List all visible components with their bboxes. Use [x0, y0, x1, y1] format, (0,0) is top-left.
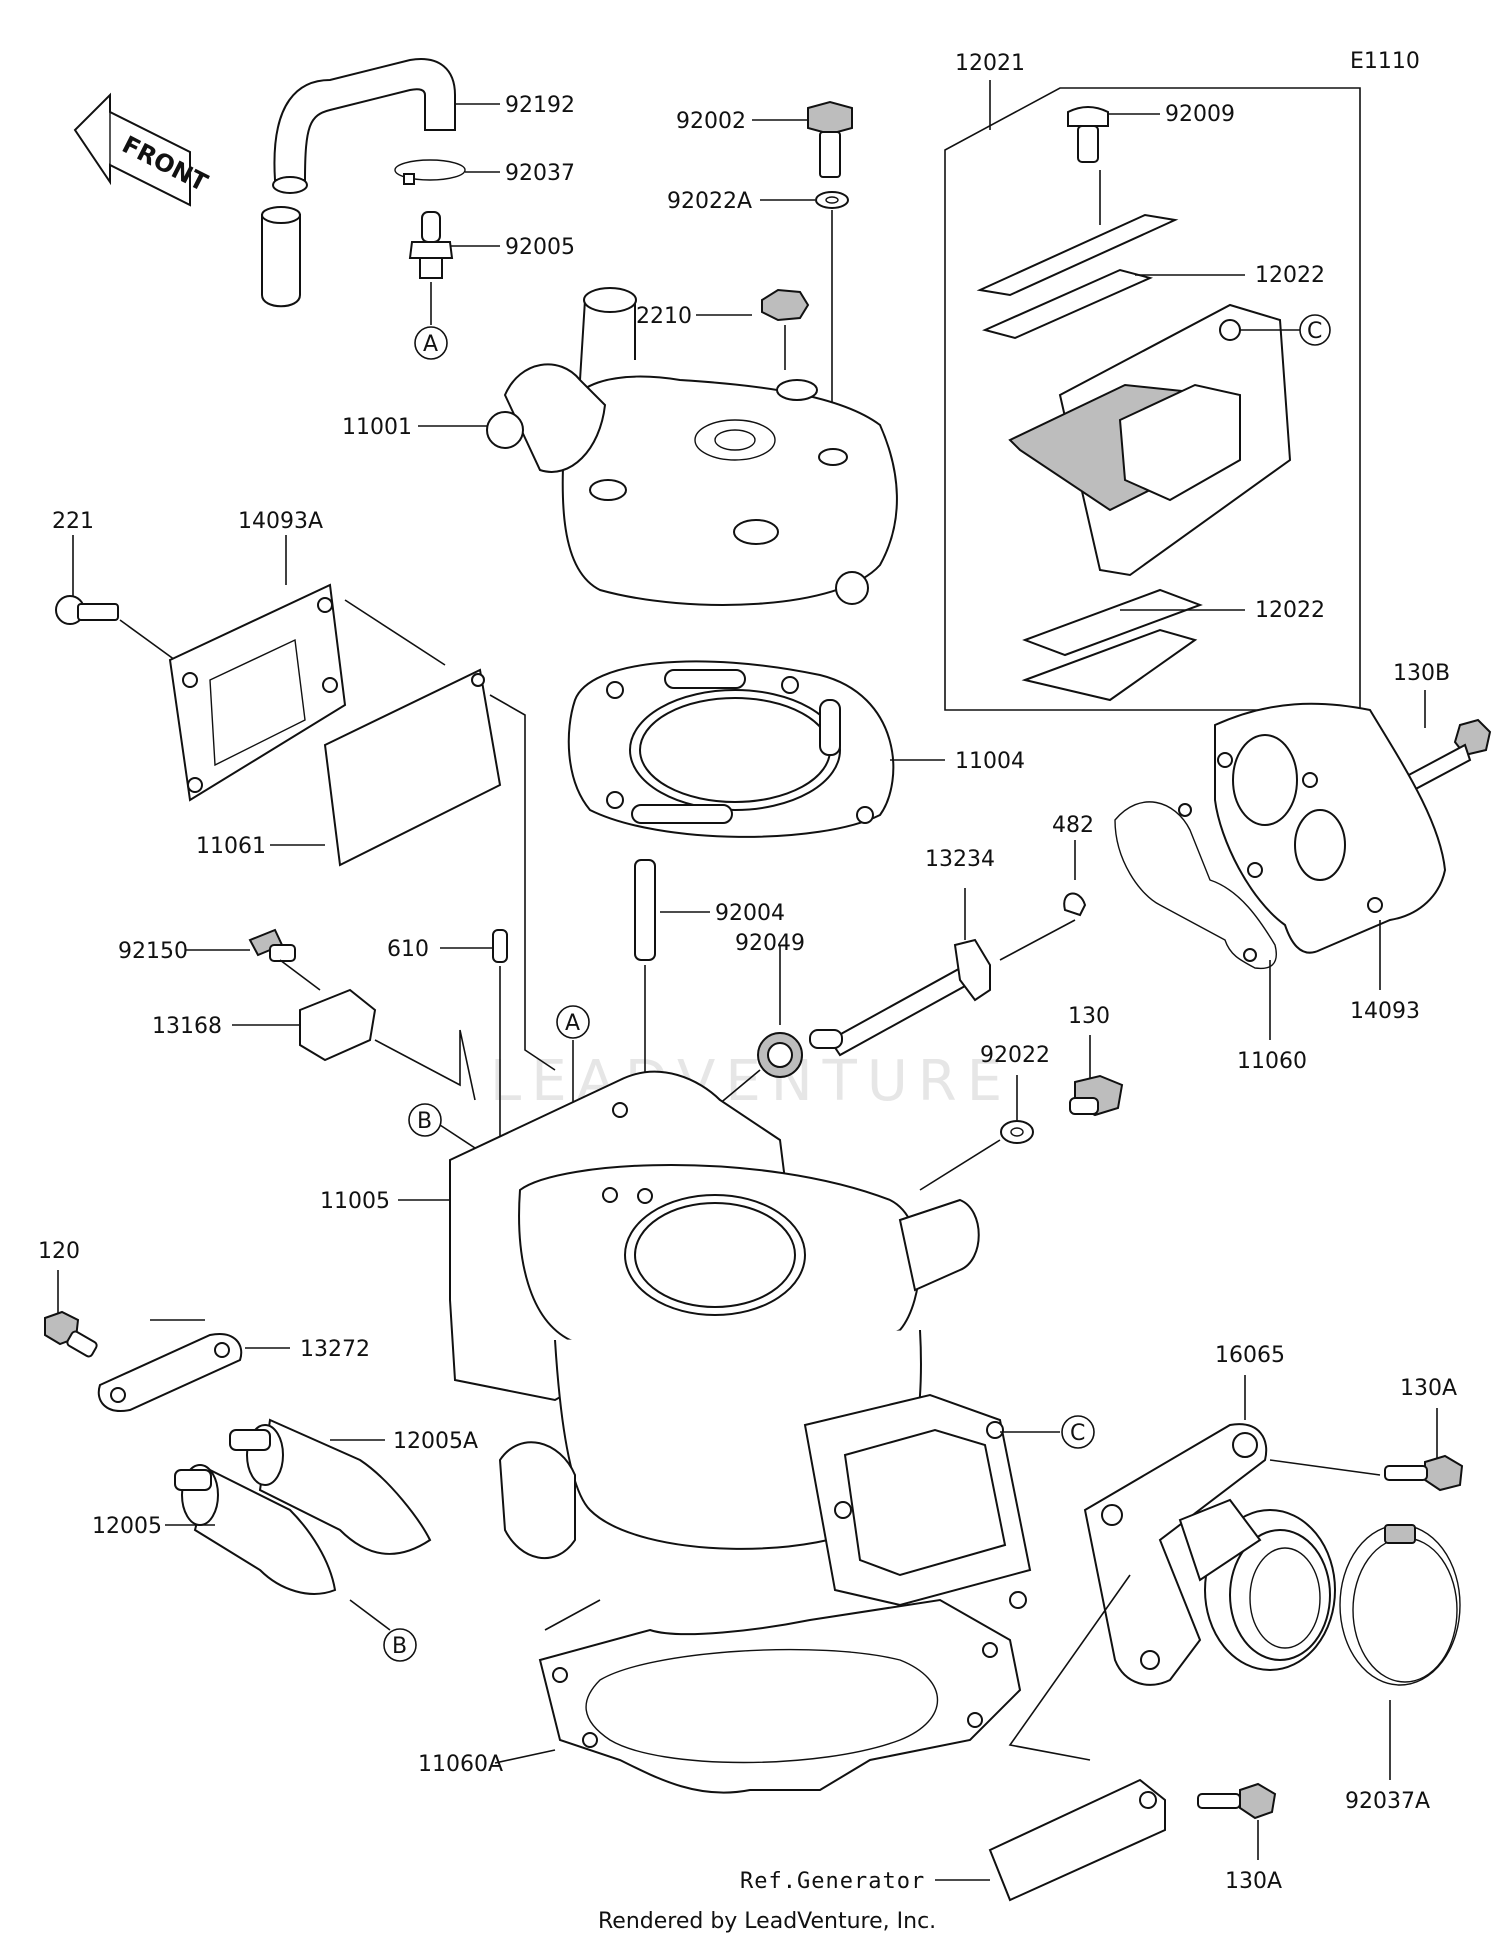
part-label-130[interactable]: 130	[1068, 1004, 1110, 1029]
base-gasket: 11060A	[418, 1598, 1022, 1794]
part-label-92005[interactable]: 92005	[505, 235, 575, 260]
valve-bits-left: 92150 13168 610 A	[118, 928, 601, 1171]
part-label-92004[interactable]: 92004	[715, 901, 785, 926]
cylinder-head: 11001	[342, 287, 898, 606]
part-label-12005A[interactable]: 12005A	[393, 1429, 478, 1454]
exhaust-valve-housing: 130B 14093 11060	[1114, 661, 1492, 1074]
part-label-130A-top[interactable]: 130A	[1400, 1376, 1457, 1401]
part-label-11060[interactable]: 11060	[1237, 1049, 1307, 1074]
footer-credit: Rendered by LeadVenture, Inc.	[598, 1909, 936, 1934]
reed-valve-kit-box: 12021 92009 12022 C 12022	[944, 51, 1361, 711]
part-label-12022-bottom[interactable]: 12022	[1255, 598, 1325, 623]
part-label-92002[interactable]: 92002	[676, 109, 746, 134]
breather-hose: 92192 92037 92005 A	[261, 58, 575, 360]
front-arrow-icon: FRONT	[73, 92, 213, 207]
part-label-12005[interactable]: 12005	[92, 1514, 162, 1539]
part-label-92150[interactable]: 92150	[118, 939, 188, 964]
part-label-92022[interactable]: 92022	[980, 1043, 1050, 1068]
part-label-13168[interactable]: 13168	[152, 1014, 222, 1039]
part-label-14093A[interactable]: 14093A	[238, 509, 323, 534]
part-label-13272[interactable]: 13272	[300, 1337, 370, 1362]
head-gasket: 11004	[567, 660, 1025, 838]
part-label-13234[interactable]: 13234	[925, 847, 995, 872]
part-label-221[interactable]: 221	[52, 509, 94, 534]
part-label-92049[interactable]: 92049	[735, 931, 805, 956]
callout-C-2[interactable]: C	[1070, 1421, 1085, 1446]
part-label-130B[interactable]: 130B	[1393, 661, 1450, 686]
part-label-92037[interactable]: 92037	[505, 161, 575, 186]
part-label-92022A[interactable]: 92022A	[667, 189, 752, 214]
part-label-92037A[interactable]: 92037A	[1345, 1789, 1430, 1814]
part-label-11005[interactable]: 11005	[320, 1189, 390, 1214]
cylinder: B 11005 C	[320, 1070, 1095, 1659]
callout-B-2[interactable]: B	[392, 1634, 407, 1659]
part-label-130A-bottom[interactable]: 130A	[1225, 1869, 1282, 1894]
part-label-11060A[interactable]: 11060A	[418, 1752, 503, 1777]
part-label-12021[interactable]: 12021	[955, 51, 1025, 76]
head-fasteners: 92002 92022A 92210	[622, 100, 853, 450]
diagram-code: E1110	[1350, 49, 1420, 74]
callout-A-1[interactable]: A	[423, 332, 438, 357]
part-label-92192[interactable]: 92192	[505, 93, 575, 118]
part-label-11004[interactable]: 11004	[955, 749, 1025, 774]
part-label-12022-top[interactable]: 12022	[1255, 263, 1325, 288]
exhaust-valve-shaft: 13234 482 92049	[699, 813, 1094, 1121]
sub-exhaust-valves: 120 13272 12005A 12005 B	[38, 1239, 478, 1662]
intake-manifold: 16065 130A 92037A Ref.Generator 130A	[740, 1343, 1464, 1902]
ref-generator-label[interactable]: Ref.Generator	[740, 1869, 925, 1894]
part-label-11061[interactable]: 11061	[196, 834, 266, 859]
part-label-120[interactable]: 120	[38, 1239, 80, 1264]
part-label-16065[interactable]: 16065	[1215, 1343, 1285, 1368]
part-label-610[interactable]: 610	[387, 937, 429, 962]
exhaust-valve-cover: 221 14093A 11061	[52, 509, 556, 1071]
part-label-92009[interactable]: 92009	[1165, 102, 1235, 127]
part-label-11001[interactable]: 11001	[342, 415, 412, 440]
cylinder-side-fasteners: 130 92022	[919, 1004, 1124, 1191]
callout-C-1[interactable]: C	[1307, 319, 1322, 344]
callout-B-1[interactable]: B	[417, 1109, 432, 1134]
part-label-482[interactable]: 482	[1052, 813, 1094, 838]
part-label-14093[interactable]: 14093	[1350, 999, 1420, 1024]
callout-A-2[interactable]: A	[565, 1011, 580, 1036]
